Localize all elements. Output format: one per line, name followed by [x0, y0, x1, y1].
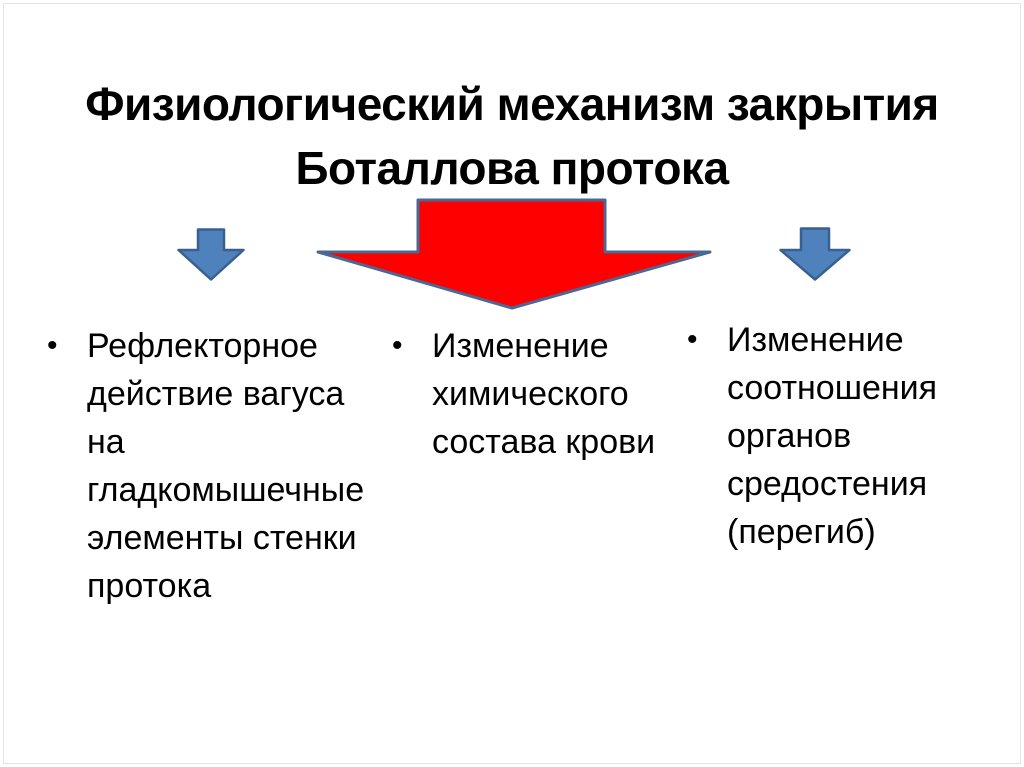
- bullet-text-line: органов: [727, 417, 852, 455]
- slide-title: Физиологический механизм закрытия Боталл…: [0, 72, 1024, 200]
- down-arrow-icon-left: [177, 228, 245, 281]
- bullet-text-line: Изменение: [432, 327, 609, 365]
- bullet-text-line: действие вагуса: [87, 375, 345, 413]
- bullet-text-line: Изменение: [727, 321, 904, 359]
- bullet-text-line: Рефлекторное: [87, 327, 318, 365]
- bullet-text-line: соотношения: [727, 369, 938, 407]
- bullet-text-line: гладкомышечные: [87, 471, 365, 509]
- bullet-item-reflex-vagus: • Рефлекторное действие вагуса на гладко…: [45, 322, 395, 610]
- bullet-text-line: состава крови: [432, 423, 656, 461]
- down-arrow-icon-right: [779, 227, 851, 281]
- slide-title-line-2: Боталлова протока: [295, 142, 729, 194]
- down-arrow-icon-center: [316, 198, 712, 310]
- bullet-text: Изменение химического состава крови: [432, 322, 680, 466]
- bullet-text-line: химического: [432, 375, 629, 413]
- bullet-dot-icon: •: [47, 329, 58, 362]
- bullet-dot-icon: •: [687, 323, 698, 356]
- slide-title-line-1: Физиологический механизм закрытия: [85, 78, 939, 130]
- bullet-item-blood-chemistry: • Изменение химического состава крови: [390, 322, 680, 466]
- bullet-text-line: (перегиб): [727, 513, 876, 551]
- bullet-text-line: средостения: [727, 465, 928, 503]
- bullet-text: Рефлекторное действие вагуса на гладкомы…: [87, 322, 395, 610]
- bullet-item-mediastinum-organs: • Изменение соотношения органов средосте…: [685, 316, 985, 556]
- bullet-dot-icon: •: [392, 329, 403, 362]
- bullet-text: Изменение соотношения органов средостени…: [727, 316, 985, 556]
- bullet-text-line: на: [87, 423, 125, 461]
- bullet-text-line: протока: [87, 567, 212, 605]
- bullet-text-line: элементы стенки: [87, 519, 357, 557]
